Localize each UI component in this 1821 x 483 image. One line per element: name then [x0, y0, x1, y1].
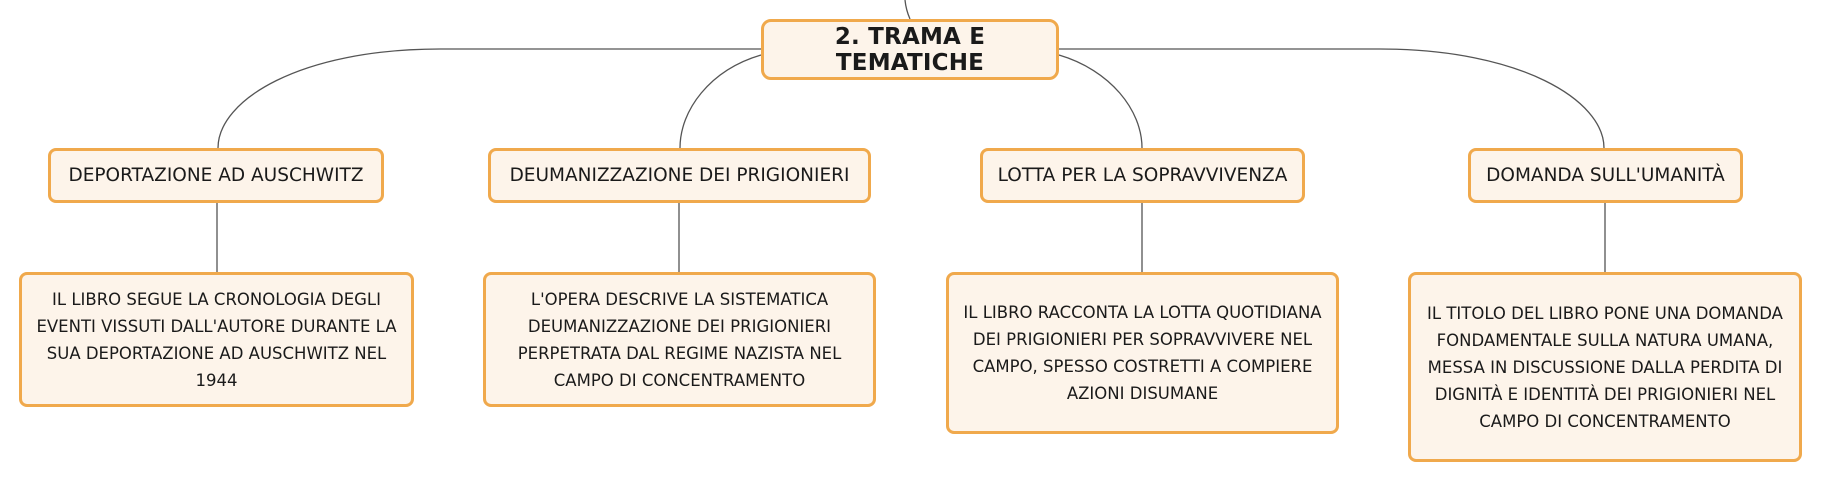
detail-node-deumanizzazione[interactable]: L'OPERA DESCRIVE LA SISTEMATICA DEUMANIZ…	[483, 272, 876, 407]
detail-text: IL LIBRO SEGUE LA CRONOLOGIA DEGLI EVENT…	[36, 289, 397, 390]
topic-node-umanita[interactable]: DOMANDA SULL'UMANITÀ	[1468, 148, 1743, 203]
detail-node-umanita[interactable]: IL TITOLO DEL LIBRO PONE UNA DOMANDA FON…	[1408, 272, 1802, 462]
connector-parent	[904, 0, 911, 20]
topic-node-sopravvivenza[interactable]: LOTTA PER LA SOPRAVVIVENZA	[980, 148, 1305, 203]
connector-root-topic-4	[1059, 48, 1605, 149]
connector-root-topic-3	[1058, 54, 1143, 149]
detail-text: L'OPERA DESCRIVE LA SISTEMATICA DEUMANIZ…	[517, 289, 842, 390]
detail-text: IL TITOLO DEL LIBRO PONE UNA DOMANDA FON…	[1427, 303, 1783, 431]
topic-label: DEUMANIZZAZIONE DEI PRIGIONIERI	[509, 165, 850, 186]
detail-node-sopravvivenza[interactable]: IL LIBRO RACCONTA LA LOTTA QUOTIDIANA DE…	[946, 272, 1339, 434]
root-node[interactable]: 2. TRAMA E TEMATICHE	[761, 19, 1059, 80]
topic-label: DEPORTAZIONE AD AUSCHWITZ	[68, 165, 364, 186]
root-label: 2. TRAMA E TEMATICHE	[834, 23, 986, 76]
topic-node-deportazione[interactable]: DEPORTAZIONE AD AUSCHWITZ	[48, 148, 384, 203]
connector-root-topic-2	[679, 54, 762, 149]
detail-node-deportazione[interactable]: IL LIBRO SEGUE LA CRONOLOGIA DEGLI EVENT…	[19, 272, 414, 407]
topic-label: LOTTA PER LA SOPRAVVIVENZA	[997, 165, 1288, 186]
topic-label: DOMANDA SULL'UMANITÀ	[1486, 165, 1725, 186]
topic-node-deumanizzazione[interactable]: DEUMANIZZAZIONE DEI PRIGIONIERI	[488, 148, 871, 203]
detail-text: IL LIBRO RACCONTA LA LOTTA QUOTIDIANA DE…	[963, 303, 1322, 403]
connector-root-topic-1	[217, 48, 761, 149]
